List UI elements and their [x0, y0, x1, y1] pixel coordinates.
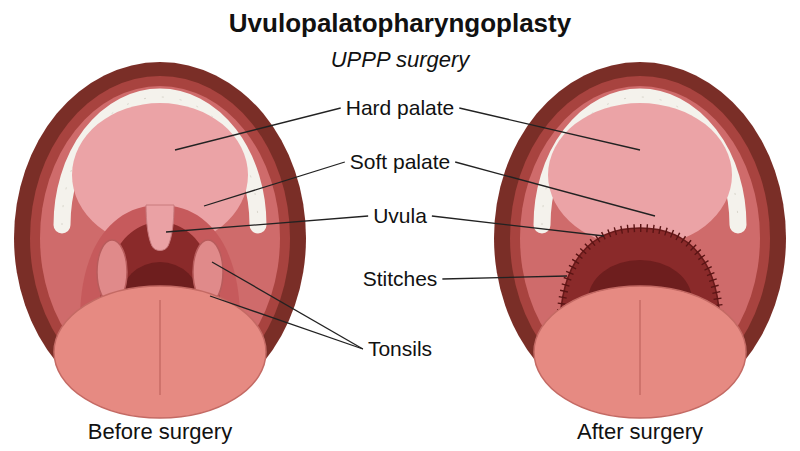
part-label: Hard palate	[346, 96, 455, 120]
leader-line	[175, 108, 341, 150]
part-label: Tonsils	[368, 337, 432, 361]
leader-line	[442, 276, 567, 279]
diagram-title: Uvulopalatopharyngoplasty	[229, 9, 571, 39]
mouth-before	[14, 62, 306, 418]
leader-line	[455, 162, 655, 216]
part-label: Soft palate	[350, 150, 450, 174]
view-caption: Before surgery	[88, 419, 232, 444]
part-label: Stitches	[363, 267, 438, 291]
leader-line	[166, 216, 368, 232]
leader-line	[459, 108, 640, 150]
leader-line	[432, 216, 604, 236]
leader-line	[204, 162, 345, 206]
leader-line	[212, 262, 363, 349]
part-label: Uvula	[373, 204, 427, 228]
subtitle: UPPP surgery	[331, 47, 470, 72]
view-caption: After surgery	[577, 419, 703, 444]
mouth-after	[494, 62, 786, 418]
leader-line	[210, 296, 363, 349]
